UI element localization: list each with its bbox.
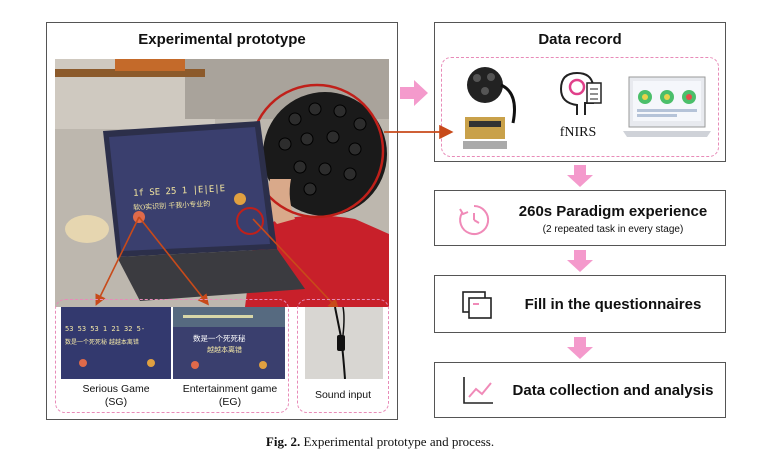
experiment-photo: 1f SE 25 1 |E|E|E 软Ⲟ实识别 千我小专业的 (55, 59, 389, 307)
pink-down-arrow-1 (567, 165, 593, 187)
data-record-panel: Data record fNIRS (434, 22, 726, 162)
sg-name: Serious Game (82, 383, 150, 395)
sg-abbr: (SG) (104, 396, 128, 408)
serious-game-screenshot: 53 53 53 1 21 32 5- 数是一个死死秘 越越本离错 (61, 307, 171, 379)
questionnaire-icon (462, 291, 492, 319)
eg-abbr: (EG) (218, 396, 242, 408)
figure-caption: Fig. 2. Experimental prototype and proce… (0, 434, 760, 450)
step-1-sublabel: (2 repeated task in every stage) (542, 224, 684, 235)
pink-right-arrow (400, 80, 428, 106)
eg-screen-text: 数是一个死死秘 (193, 334, 246, 343)
pink-down-arrow-2 (567, 250, 593, 272)
eg-name: Entertainment game (182, 383, 278, 395)
sound-dashed-box (297, 299, 389, 413)
step-1-label: 260s Paradigm experience (518, 203, 708, 220)
step-3-label: Data collection and analysis (512, 382, 714, 399)
analysis-laptop-icon (623, 76, 711, 137)
sg-screen-text-2: 数是一个死死秘 越越本离错 (65, 339, 139, 346)
step-paradigm-experience: 260s Paradigm experience (2 repeated tas… (434, 190, 726, 246)
figure-caption-text: Experimental prototype and process. (303, 434, 495, 449)
sound-input-label: Sound input (314, 389, 372, 401)
panel-title: Experimental prototype (138, 31, 306, 48)
eeg-device-icon (463, 67, 516, 149)
fnirs-label: fNIRS (559, 125, 597, 140)
serious-game-label: Serious Game (SG) (61, 383, 171, 409)
data-record-title: Data record (538, 31, 622, 48)
data-record-dashed-box (441, 57, 719, 157)
fnirs-head-icon (559, 71, 602, 115)
eg-screen-text-2: 越越本离错 (207, 346, 242, 354)
connector-arrows (95, 216, 340, 311)
step-questionnaires: Fill in the questionnaires (434, 275, 726, 333)
sg-screen-text: 53 53 53 1 21 32 5- (65, 325, 146, 333)
sound-input-photo (305, 307, 383, 379)
games-dashed-box (55, 299, 289, 413)
experimental-prototype-panel: Experimental prototype (46, 22, 398, 420)
pink-down-arrow-3 (567, 337, 593, 359)
line-chart-icon (463, 377, 493, 404)
entertainment-game-screenshot: 数是一个死死秘 越越本离错 (173, 307, 285, 379)
figure-number: Fig. 2. (265, 434, 301, 449)
step-2-label: Fill in the questionnaires (524, 296, 702, 313)
entertainment-game-label: Entertainment game (EG) (171, 383, 289, 409)
timer-icon (459, 204, 490, 235)
step-data-collection: Data collection and analysis (434, 362, 726, 418)
